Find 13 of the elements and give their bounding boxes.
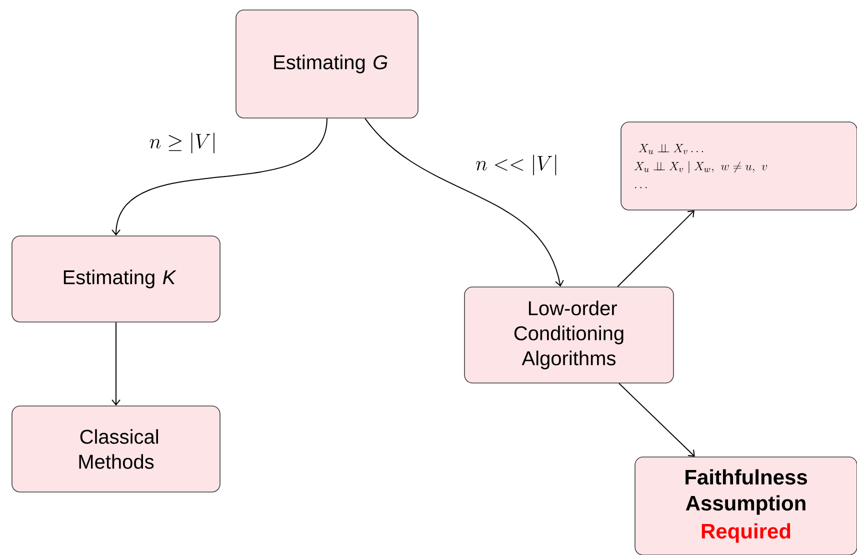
process-box: Estimating G: [236, 10, 418, 118]
edge-label: $n << |V|$: [473, 152, 561, 178]
process-box: Faithfulness Assumption Required: [634, 456, 857, 555]
arrow: [112, 322, 120, 406]
arrow: [112, 118, 328, 236]
arrow: [618, 382, 695, 457]
process-box: Classical Methods: [12, 406, 220, 492]
process-box: Estimating K: [12, 236, 220, 322]
condition-box: $X_u \perp\!\!\!\perp X_v \ldots$ $X_u \perp\!\!\!\perp X_v \mid X_w,\ w \neq u,\ v$ $\ldots$: [620, 122, 857, 210]
process-box: Low-order Conditioning Algorithms: [464, 286, 674, 384]
arrow: [364, 118, 564, 287]
edge-label: $n \geq |V|$: [147, 130, 219, 156]
arrow: [617, 210, 694, 288]
